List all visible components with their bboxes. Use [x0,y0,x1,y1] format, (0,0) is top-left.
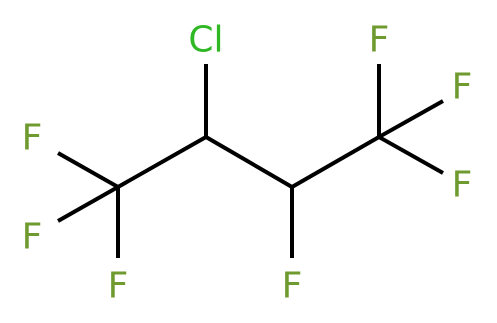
bond-c4-f-right-upper [378,99,444,139]
atom-cl-label: Cl [188,20,223,61]
bond-c2-c3 [204,135,294,189]
bond-c1-f-bottom-left [57,185,119,223]
bond-c3-c4 [291,135,380,189]
atom-f-center-label: F [282,266,303,307]
atom-f-right-top-label: F [369,20,390,61]
atom-f-left-top-label: F [22,118,43,159]
atom-f-left-lower-label: F [108,266,129,307]
bond-c1-f-top [57,151,119,189]
atom-f-left-bottom-label: F [22,217,43,258]
atom-f-right-upper-label: F [452,67,473,108]
atom-f-right-lower-label: F [452,165,473,206]
bond-c1-c2 [117,135,207,189]
bond-c4-f-right-lower [378,135,444,175]
